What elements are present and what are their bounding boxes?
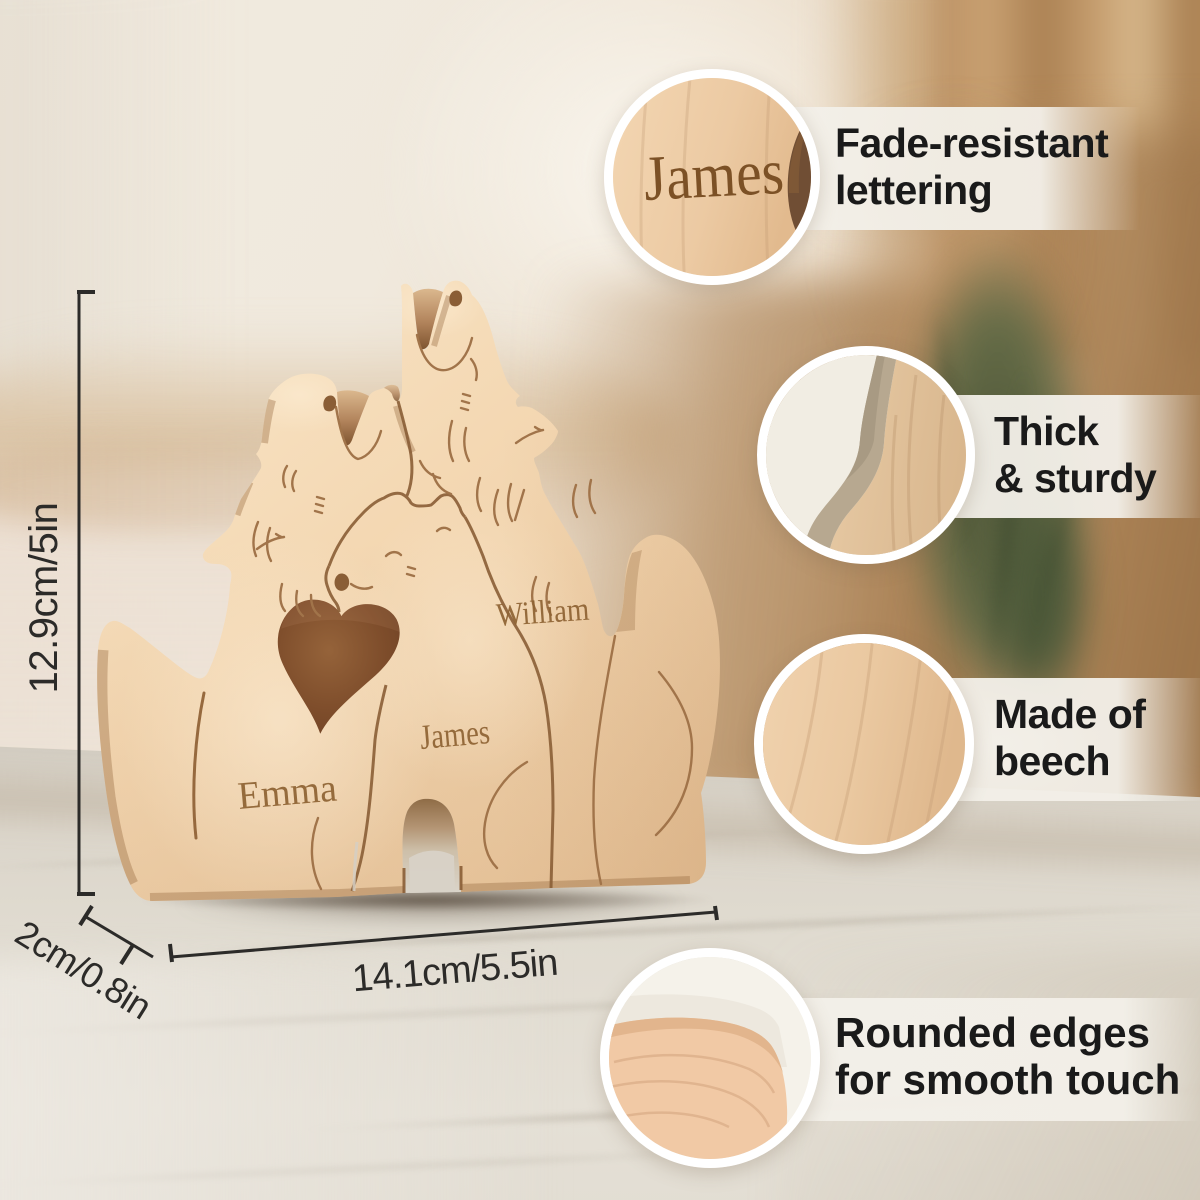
svg-text:James: James <box>418 712 491 757</box>
svg-text:Emma: Emma <box>236 767 338 818</box>
svg-text:James: James <box>642 136 786 214</box>
svg-text:William: William <box>495 592 591 634</box>
